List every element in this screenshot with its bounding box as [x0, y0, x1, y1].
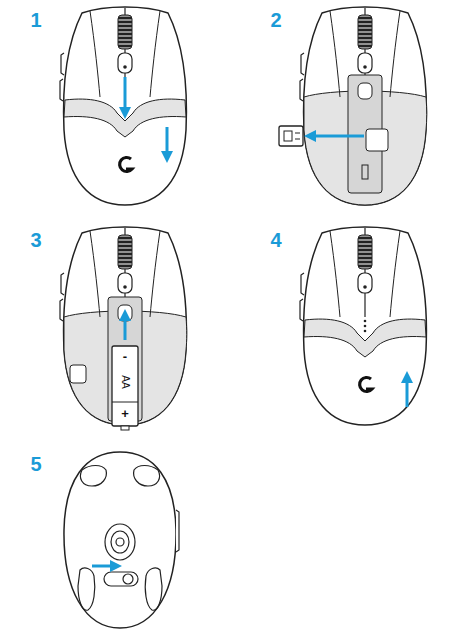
step-number: 2 [270, 10, 281, 30]
step-number: 5 [30, 454, 41, 474]
step-number: 3 [30, 230, 41, 250]
battery-marking: + [121, 407, 129, 420]
battery-marking: AA [120, 375, 130, 388]
battery-marking: - [123, 350, 127, 363]
step-number: 4 [270, 230, 281, 250]
step-number: 1 [30, 10, 41, 30]
